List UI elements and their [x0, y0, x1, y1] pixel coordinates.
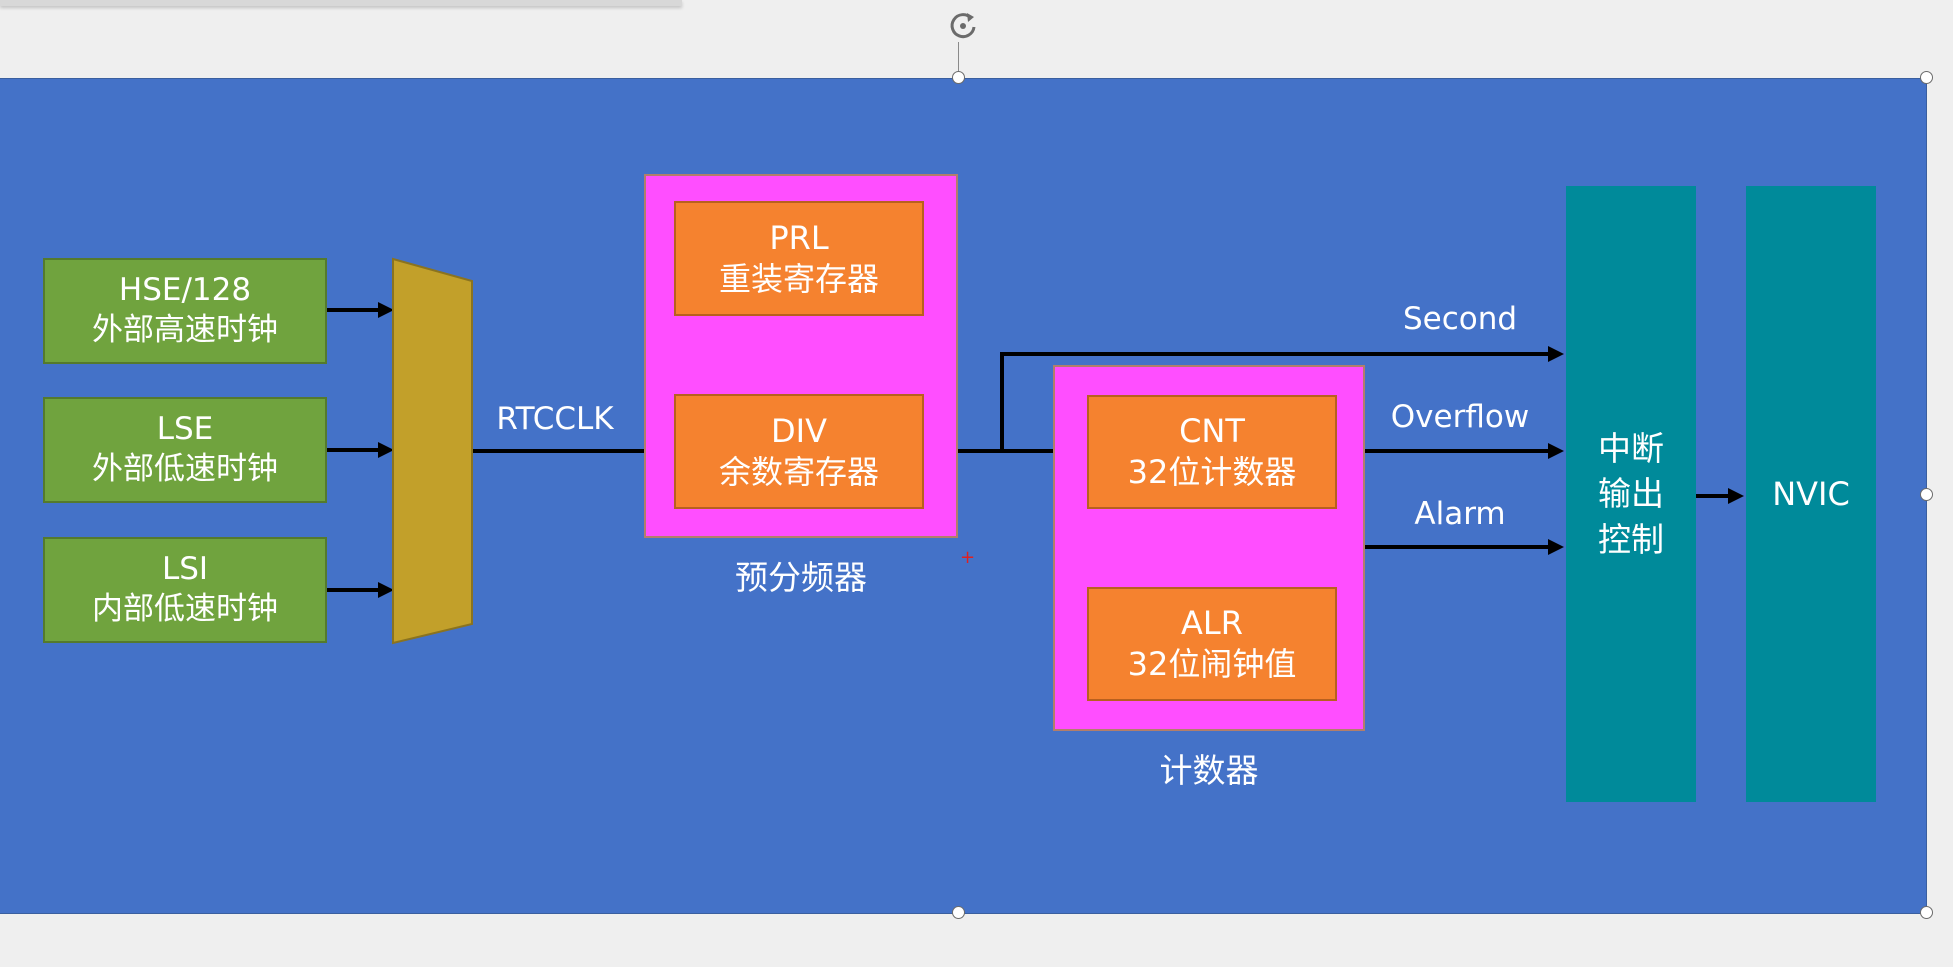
clock-source-desc: 外部高速时钟	[92, 312, 278, 348]
arrow-second	[1000, 346, 1564, 451]
rtcclk-label: RTCCLK	[496, 401, 614, 437]
signal-second-label: Second	[1402, 301, 1518, 337]
counter-caption: 计数器	[1159, 751, 1259, 790]
resize-handle-top-right[interactable]	[1920, 71, 1933, 84]
clock-source-lsi[interactable]: LSI 内部低速时钟	[43, 537, 327, 643]
resize-handle-middle-right[interactable]	[1920, 488, 1933, 501]
interrupt-control-line: 控制	[1598, 519, 1664, 559]
cnt-register[interactable]: CNT 32位计数器	[1087, 395, 1337, 509]
resize-handle-bottom-right[interactable]	[1920, 906, 1933, 919]
clock-source-name: LSE	[156, 411, 214, 448]
nvic-label: NVIC	[1772, 474, 1850, 513]
rotate-handle-icon[interactable]	[943, 5, 983, 45]
clock-source-lse[interactable]: LSE 外部低速时钟	[43, 397, 327, 503]
diagram-canvas[interactable]: HSE/128 外部高速时钟 LSE 外部低速时钟 LSI 内部低速时钟 RTC…	[0, 78, 1927, 914]
nvic-box[interactable]: NVIC	[1746, 186, 1876, 802]
clock-source-name: HSE/128	[118, 272, 252, 309]
div-register[interactable]: DIV 余数寄存器	[674, 394, 924, 509]
prescaler-caption: 预分频器	[735, 558, 867, 597]
register-name: ALR	[1181, 604, 1243, 643]
clock-source-desc: 外部低速时钟	[92, 451, 278, 487]
register-name: PRL	[769, 218, 829, 257]
signal-overflow-label: Overflow	[1390, 399, 1530, 435]
toolbar-edge	[0, 0, 682, 6]
resize-handle-bottom-center[interactable]	[952, 906, 965, 919]
interrupt-output-control[interactable]: 中断 输出 控制	[1566, 186, 1696, 802]
register-desc: 32位闹钟值	[1127, 645, 1297, 683]
resize-handle-top-center[interactable]	[952, 71, 965, 84]
interrupt-control-line: 输出	[1598, 474, 1664, 514]
alr-register[interactable]: ALR 32位闹钟值	[1087, 587, 1337, 701]
rotate-handle-stem	[958, 42, 959, 78]
register-name: DIV	[771, 411, 827, 450]
prl-register[interactable]: PRL 重装寄存器	[674, 201, 924, 316]
cursor-crosshair-icon: +	[960, 547, 976, 568]
register-desc: 重装寄存器	[718, 259, 879, 298]
signal-alarm-label: Alarm	[1414, 496, 1506, 532]
register-desc: 余数寄存器	[718, 452, 879, 491]
register-desc: 32位计数器	[1127, 453, 1297, 491]
clock-source-hse[interactable]: HSE/128 外部高速时钟	[43, 258, 327, 364]
clock-source-desc: 内部低速时钟	[92, 591, 278, 627]
register-name: CNT	[1179, 412, 1245, 451]
clock-mux	[392, 257, 473, 645]
interrupt-control-line: 中断	[1598, 428, 1664, 468]
clock-source-name: LSI	[161, 551, 209, 588]
